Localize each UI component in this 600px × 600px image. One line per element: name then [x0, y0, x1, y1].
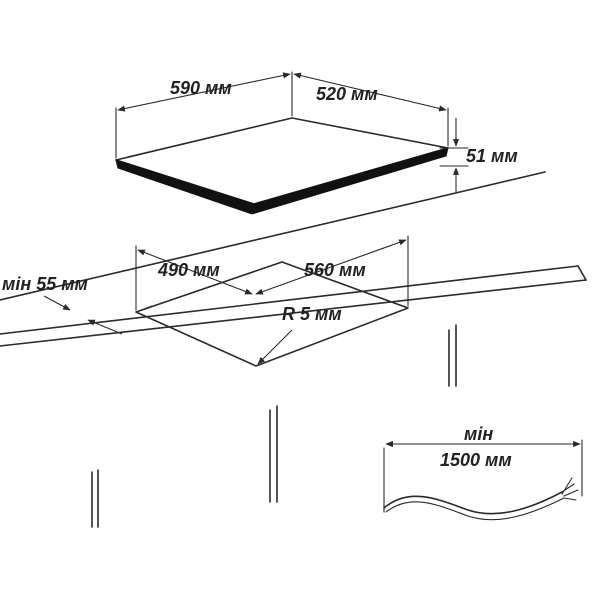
hob-dimensions	[115, 71, 469, 192]
depth-label: 520 мм	[316, 84, 378, 104]
cutout-width-label: 490 мм	[157, 260, 220, 280]
hob	[115, 117, 449, 215]
hob-top-surface	[115, 117, 449, 205]
hob-front-edge	[115, 147, 449, 215]
countertop	[0, 171, 587, 347]
radius-label: R 5 мм	[282, 304, 342, 324]
cutout-depth-label: 560 мм	[304, 260, 366, 280]
min-gap-label: мін 55 мм	[2, 274, 88, 294]
power-cable	[383, 439, 583, 521]
width-label: 590 мм	[170, 78, 232, 98]
cabinet-legs	[91, 324, 457, 528]
cable-length-label: 1500 мм	[440, 450, 512, 470]
cutout-dimensions	[43, 235, 409, 365]
height-label: 51 мм	[466, 146, 518, 166]
cable-min-label: мін	[464, 424, 493, 444]
